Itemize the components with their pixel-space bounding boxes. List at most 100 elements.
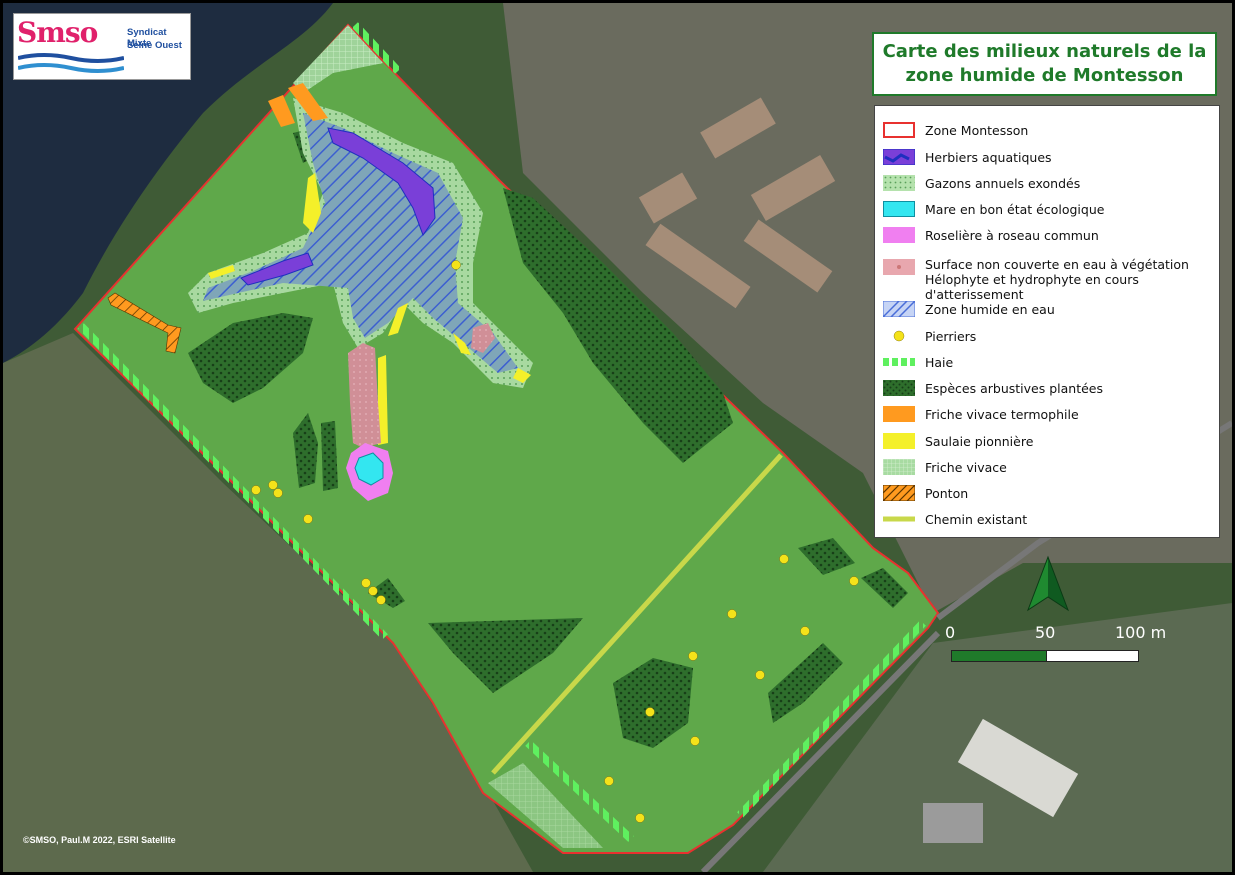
pierrier[interactable] [273, 488, 283, 498]
legend-item-roseliere: Roselière à roseau commun [883, 225, 1099, 245]
scale-segment-dark [951, 650, 1047, 662]
legend-symbol-olive-line [883, 516, 915, 522]
legend-symbol-blue-hatch [883, 301, 915, 317]
logo-waves-icon [18, 53, 124, 73]
logo-mark: Smso [17, 16, 98, 49]
title-line-1: Carte des milieux naturels de la [882, 41, 1207, 62]
zone-humide-eau[interactable] [203, 113, 518, 373]
legend-symbol-dark-blue-dashes [883, 149, 915, 165]
pierrier[interactable] [635, 813, 645, 823]
surface-non-couverte[interactable] [348, 343, 381, 448]
building [638, 172, 698, 224]
pierrier[interactable] [451, 260, 461, 270]
shrub-area[interactable] [768, 643, 843, 723]
legend-item-chemin: Chemin existant [883, 509, 1027, 529]
legend-item-zone-montesson: Zone Montesson [883, 120, 1028, 140]
pierrier[interactable] [849, 576, 859, 586]
legend-symbol-pink-fill [883, 227, 915, 243]
pierrier[interactable] [645, 707, 655, 717]
legend-item-zone-humide: Zone humide en eau [883, 299, 1055, 319]
shrub-area[interactable] [503, 188, 733, 463]
pierrier[interactable] [727, 609, 737, 619]
legend-symbol-outline-red [883, 122, 915, 138]
pierrier[interactable] [604, 776, 614, 786]
friche-vivace[interactable] [488, 763, 603, 848]
pierriers [251, 260, 859, 823]
scale-label-50: 50 [1035, 623, 1056, 642]
shrub-area[interactable] [798, 538, 855, 575]
pierrier[interactable] [268, 480, 278, 490]
legend-item-mare: Mare en bon état écologique [883, 199, 1104, 219]
urban-area-west [3, 333, 533, 872]
legend-symbol-orange-hatch [883, 485, 915, 501]
building [743, 219, 833, 293]
pierrier[interactable] [779, 554, 789, 564]
herbiers-aquatiques[interactable] [327, 127, 436, 237]
pierrier[interactable] [755, 670, 765, 680]
legend-item-ponton: Ponton [883, 483, 968, 503]
scale-bar: 0 50 100 m [943, 623, 1173, 673]
legend-item-friche-vivace: Friche vivace [883, 457, 1007, 477]
haie[interactable] [737, 620, 926, 818]
legend-item-surface-non-couverte: Surface non couverte en eau à végétation… [883, 257, 1225, 302]
saulaie-pionniere[interactable] [513, 368, 531, 383]
building [750, 155, 836, 221]
pierrier[interactable] [800, 626, 810, 636]
building [923, 803, 983, 843]
shrub-area[interactable] [428, 618, 583, 693]
river [3, 3, 333, 363]
logo-line-1: Syndicat Mixte [127, 27, 167, 49]
legend-item-pierriers: Pierriers [883, 326, 976, 346]
shrub-area[interactable] [368, 578, 405, 608]
surface-non-couverte[interactable] [471, 323, 495, 353]
shrub-area[interactable] [321, 421, 338, 491]
legend-symbol-orange-fill [883, 406, 915, 422]
legend-item-arbustives: Espèces arbustives plantées [883, 378, 1103, 398]
herbiers-aquatiques[interactable] [240, 252, 314, 286]
legend: Zone Montesson Herbiers aquatiques Gazon… [874, 105, 1220, 538]
scale-segment-light [1046, 650, 1139, 662]
shrub-area[interactable] [613, 658, 693, 748]
mare-bon-etat[interactable] [354, 452, 384, 486]
pierrier[interactable] [688, 651, 698, 661]
ponton[interactable] [107, 292, 182, 354]
smso-logo: Smso Syndicat Mixte Seine Ouest [13, 13, 191, 80]
pierrier[interactable] [303, 514, 313, 524]
legend-symbol-cyan-fill [883, 201, 915, 217]
pierrier[interactable] [690, 736, 700, 746]
shrub-area[interactable] [188, 313, 313, 403]
north-arrow-icon [1026, 555, 1070, 612]
legend-symbol-yellow-dot [893, 330, 905, 342]
legend-item-herbiers: Herbiers aquatiques [883, 147, 1052, 167]
pierrier[interactable] [251, 485, 261, 495]
pierrier[interactable] [376, 595, 386, 605]
friche-termophile[interactable] [288, 83, 328, 121]
map-title: Carte des milieux naturels de la zone hu… [872, 32, 1217, 96]
haie[interactable] [525, 740, 634, 842]
legend-symbol-dotted-pale-green [883, 175, 915, 191]
chemin-existant[interactable] [491, 453, 783, 775]
saulaie-pionniere[interactable] [303, 173, 321, 233]
saulaie-pionniere[interactable] [208, 265, 235, 279]
legend-symbol-yellow-fill [883, 433, 915, 449]
haie[interactable] [352, 22, 401, 74]
haie[interactable] [78, 323, 388, 640]
saulaie-pionniere[interactable] [388, 303, 408, 336]
building [645, 223, 751, 309]
shrub-area[interactable] [861, 568, 908, 608]
friche-vivace[interactable] [293, 25, 383, 93]
shrub-area[interactable] [293, 413, 318, 488]
logo-line-2: Seine Ouest [127, 40, 182, 51]
legend-item-haie: Haie [883, 352, 953, 372]
credit-text: ©SMSO, Paul.M 2022, ESRI Satellite [23, 835, 176, 845]
building [957, 718, 1079, 818]
building [700, 97, 776, 159]
saulaie-pionniere[interactable] [378, 355, 388, 445]
road [700, 630, 941, 872]
saulaie-pionniere[interactable] [453, 333, 471, 355]
pierrier[interactable] [361, 578, 371, 588]
pierrier[interactable] [368, 586, 378, 596]
legend-symbol-dark-green-pattern [883, 380, 915, 396]
friche-termophile[interactable] [268, 95, 295, 127]
